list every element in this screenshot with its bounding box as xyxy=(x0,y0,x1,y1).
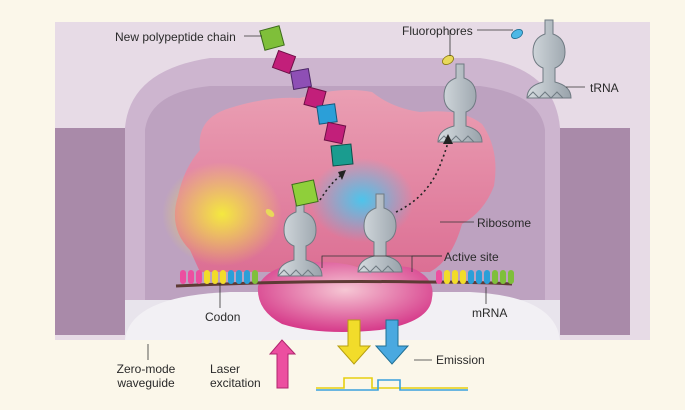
codon-bar xyxy=(508,270,514,284)
trna-free xyxy=(511,19,572,99)
fluorophore-icon xyxy=(265,209,275,217)
codon-bar xyxy=(460,270,466,284)
codon-bar xyxy=(436,270,442,284)
codon-bar xyxy=(180,270,186,284)
codon-bar xyxy=(444,270,450,284)
ribosome xyxy=(162,90,496,332)
mrna-strand xyxy=(175,270,514,288)
label-laser-line1: Laser xyxy=(210,362,241,376)
codon-bar xyxy=(188,270,194,284)
arrow-icon xyxy=(338,170,346,180)
label-fluorophores: Fluorophores xyxy=(402,24,473,38)
codon-bars xyxy=(180,270,514,284)
codon-bar xyxy=(476,270,482,284)
label-waveguide-line1: Zero-mode xyxy=(116,362,176,376)
label-trna: tRNA xyxy=(590,81,619,95)
codon-bar xyxy=(468,270,474,284)
label-laser-line2: excitation xyxy=(210,376,261,390)
codon-bar xyxy=(204,270,210,284)
codon-bar xyxy=(244,270,250,284)
codon-bar xyxy=(500,270,506,284)
codon-bar xyxy=(236,270,242,284)
label-codon: Codon xyxy=(205,310,241,324)
label-waveguide: Zero-mode waveguide xyxy=(86,362,206,390)
trna-active-1 xyxy=(265,179,323,277)
label-emission: Emission xyxy=(436,353,485,367)
emission-arrow-yellow xyxy=(336,319,372,365)
codon-bar xyxy=(212,270,218,284)
codon-bar xyxy=(228,270,234,284)
fluorophore-icon xyxy=(442,55,454,65)
fluorophore-icon xyxy=(511,29,523,39)
trna-exiting xyxy=(437,55,483,143)
codon-bar xyxy=(196,270,202,284)
emission-arrow-blue xyxy=(374,319,410,365)
label-waveguide-line2: waveguide xyxy=(117,376,175,390)
laser-arrow xyxy=(268,339,297,389)
codon-bar xyxy=(484,270,490,284)
emission-trace xyxy=(316,377,468,391)
arrow-icon xyxy=(443,134,453,144)
codon-bar xyxy=(452,270,458,284)
amino-acid-icon xyxy=(291,179,319,207)
codon-bar xyxy=(492,270,498,284)
leader-lines xyxy=(147,29,585,361)
label-laser: Laser excitation xyxy=(210,362,261,390)
codon-bar xyxy=(252,270,258,284)
polypeptide-chain xyxy=(259,25,354,167)
codon-bar xyxy=(220,270,226,284)
label-active-site: Active site xyxy=(444,250,499,264)
movement-arrows xyxy=(319,141,449,213)
label-ribosome: Ribosome xyxy=(477,216,532,230)
label-mrna: mRNA xyxy=(472,306,508,320)
label-polypeptide: New polypeptide chain xyxy=(115,30,236,44)
